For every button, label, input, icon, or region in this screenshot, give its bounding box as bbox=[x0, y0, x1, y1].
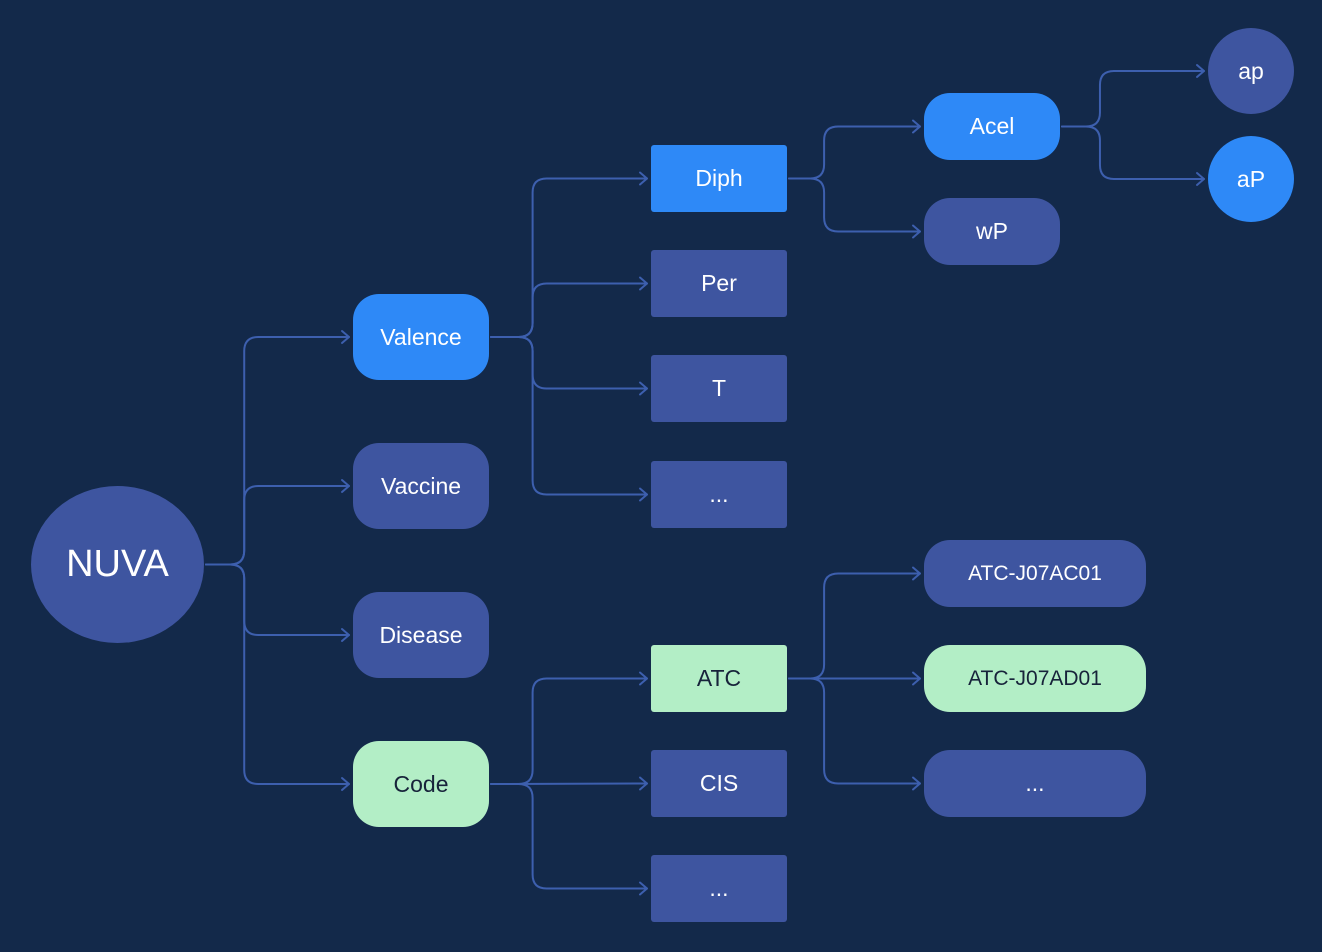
arrowhead-valence-diph bbox=[639, 171, 648, 186]
arrowhead-atc-atc-more bbox=[912, 776, 921, 791]
node-valence[interactable]: Valence bbox=[353, 294, 489, 380]
arrowhead-atc-atc-j07ac01 bbox=[912, 566, 921, 581]
edge-acel-ap-upper bbox=[1061, 125, 1205, 180]
edge-nuva-vaccine bbox=[205, 485, 350, 566]
node-code-more[interactable]: ... bbox=[651, 855, 787, 922]
arrowhead-acel-ap-upper bbox=[1196, 172, 1205, 186]
arrowhead-nuva-vaccine bbox=[341, 479, 350, 493]
node-cis-label: CIS bbox=[699, 770, 739, 796]
node-ap-upper-label: aP bbox=[1236, 165, 1266, 192]
node-atc-j07ad01[interactable]: ATC-J07AD01 bbox=[924, 645, 1146, 712]
edge-code-atc bbox=[490, 677, 648, 785]
edge-atc-atc-more bbox=[788, 677, 921, 785]
node-ap-lower-label: ap bbox=[1238, 57, 1264, 84]
node-disease[interactable]: Disease bbox=[353, 592, 489, 678]
node-per[interactable]: Per bbox=[651, 250, 787, 317]
node-code[interactable]: Code bbox=[353, 741, 489, 827]
node-atc-label: ATC bbox=[696, 665, 742, 691]
node-atc-j07ac01[interactable]: ATC-J07AC01 bbox=[924, 540, 1146, 607]
node-vaccine[interactable]: Vaccine bbox=[353, 443, 489, 529]
arrowhead-valence-valence-more bbox=[639, 487, 648, 502]
node-code-more-label: ... bbox=[709, 875, 729, 901]
node-t[interactable]: T bbox=[651, 355, 787, 422]
node-atc-j07ad01-label: ATC-J07AD01 bbox=[968, 666, 1102, 690]
node-code-label: Code bbox=[393, 770, 449, 797]
edge-valence-per bbox=[490, 282, 648, 338]
node-ap-upper[interactable]: aP bbox=[1208, 136, 1294, 222]
arrowhead-diph-acel bbox=[912, 119, 921, 134]
edge-code-code-more bbox=[490, 783, 648, 890]
arrowhead-nuva-disease bbox=[341, 628, 350, 642]
node-cis[interactable]: CIS bbox=[651, 750, 787, 817]
node-wp-label: wP bbox=[976, 218, 1008, 244]
node-valence-more[interactable]: ... bbox=[651, 461, 787, 528]
arrowhead-acel-ap-lower bbox=[1196, 64, 1205, 78]
edge-acel-ap-lower bbox=[1061, 70, 1205, 128]
arrowhead-valence-per bbox=[639, 276, 648, 291]
arrowhead-diph-wp bbox=[912, 224, 921, 239]
node-valence-label: Valence bbox=[380, 323, 462, 350]
edge-diph-acel bbox=[788, 125, 921, 180]
arrowhead-code-atc bbox=[639, 671, 648, 686]
edge-diph-wp bbox=[788, 177, 921, 233]
node-wp[interactable]: wP bbox=[924, 198, 1060, 265]
node-diph[interactable]: Diph bbox=[651, 145, 787, 212]
edge-nuva-disease bbox=[205, 563, 350, 636]
edge-valence-valence-more bbox=[490, 336, 648, 496]
node-ap-lower[interactable]: ap bbox=[1208, 28, 1294, 114]
node-disease-label: Disease bbox=[379, 621, 463, 648]
node-vaccine-label: Vaccine bbox=[380, 472, 462, 499]
edge-nuva-valence bbox=[205, 336, 350, 566]
node-atc-more-label: ... bbox=[1025, 770, 1045, 796]
node-acel-label: Acel bbox=[969, 113, 1015, 139]
node-nuva-label: NUVA bbox=[66, 543, 169, 585]
arrowhead-code-cis bbox=[639, 776, 648, 791]
node-atc[interactable]: ATC bbox=[651, 645, 787, 712]
node-diph-label: Diph bbox=[695, 165, 743, 191]
node-atc-more[interactable]: ... bbox=[924, 750, 1146, 817]
arrowhead-valence-t bbox=[639, 381, 648, 396]
node-nuva[interactable]: NUVA bbox=[31, 486, 204, 643]
edge-atc-atc-j07ac01 bbox=[788, 572, 921, 680]
arrowhead-nuva-code bbox=[341, 777, 350, 791]
node-atc-j07ac01-label: ATC-J07AC01 bbox=[968, 561, 1102, 585]
node-t-label: T bbox=[711, 375, 727, 401]
node-per-label: Per bbox=[701, 270, 737, 296]
edge-valence-diph bbox=[490, 177, 648, 338]
arrowhead-code-code-more bbox=[639, 881, 648, 896]
edge-valence-t bbox=[490, 336, 648, 390]
edge-nuva-code bbox=[205, 563, 350, 785]
node-acel[interactable]: Acel bbox=[924, 93, 1060, 160]
node-valence-more-label: ... bbox=[709, 481, 729, 507]
arrowhead-atc-atc-j07ad01 bbox=[912, 671, 921, 686]
arrowhead-nuva-valence bbox=[341, 330, 350, 344]
